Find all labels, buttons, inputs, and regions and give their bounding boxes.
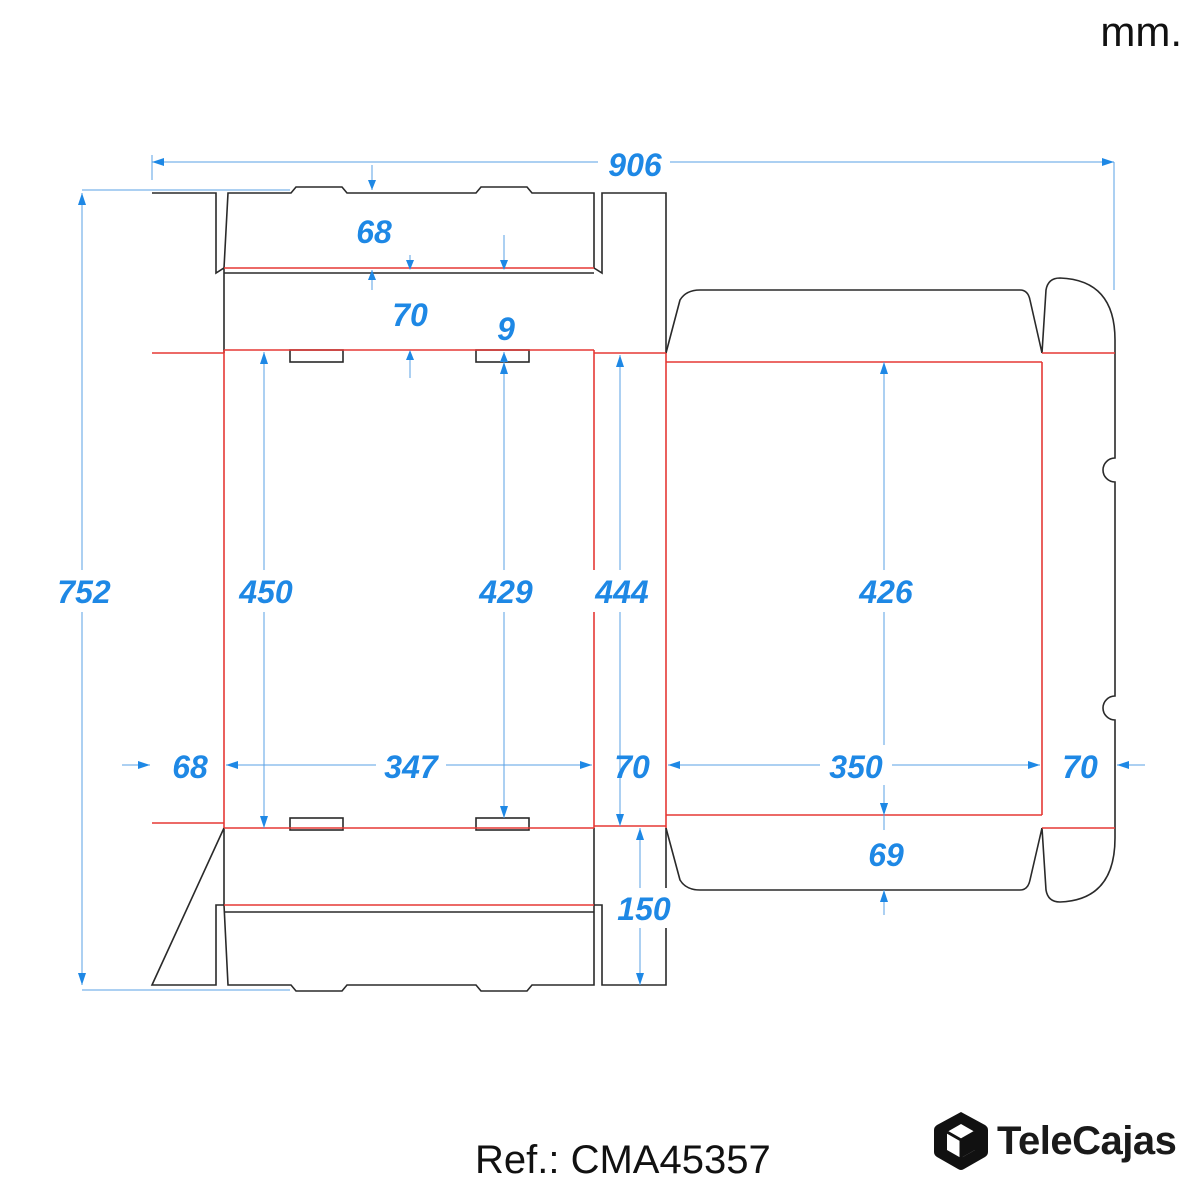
dim-center-height: 429 [478, 574, 533, 610]
dim-slot-depth: 9 [497, 311, 515, 347]
bottom-slot-left [289, 817, 344, 831]
dim-side-width: 70 [614, 749, 650, 785]
dim-lower-height: 150 [617, 891, 671, 927]
bottom-flap-outline [223, 904, 595, 992]
left-side-panel-outline [150, 192, 225, 986]
dim-total-height: 752 [57, 574, 111, 610]
dim-lid-width: 350 [829, 749, 883, 785]
dim-base-width: 347 [384, 749, 440, 785]
top-panel-outline [593, 192, 667, 353]
dim-lid-front-depth: 69 [868, 837, 904, 873]
top-slot-left [289, 349, 344, 363]
dim-lid-flap-width: 70 [1062, 749, 1098, 785]
unit-label: mm. [1100, 8, 1182, 55]
cube-hexagon-icon [934, 1112, 988, 1170]
box-die-line-diagram: 906 752 68 70 9 450 429 444 426 68 347 7… [48, 142, 1145, 992]
brand-name: TeleCajas [997, 1118, 1177, 1163]
dimension-labels: 906 752 68 70 9 450 429 444 426 68 347 7… [48, 142, 1098, 928]
cut-lines [150, 186, 1116, 992]
dim-lid-height: 426 [858, 574, 913, 610]
right-side-panel-outline [593, 828, 667, 986]
lid-front-flap-outline [665, 827, 1043, 891]
dim-top-panel-depth: 70 [392, 297, 428, 333]
bottom-slot-right [475, 817, 530, 831]
dim-left-side-height: 450 [238, 574, 293, 610]
lid-top-flap-outline [665, 289, 1043, 354]
fold-lines [152, 267, 1115, 906]
top-flap-outline [223, 186, 595, 269]
dim-left-flap-width: 68 [172, 749, 208, 785]
dim-total-width: 906 [608, 147, 662, 183]
brand-logo: TeleCajas [933, 1110, 1177, 1172]
dim-top-flap-depth: 68 [356, 214, 392, 250]
reference-code: Ref.: CMA45357 [475, 1138, 771, 1182]
lid-side-flap-outline [1041, 277, 1116, 903]
dim-right-side-height: 444 [594, 574, 649, 610]
